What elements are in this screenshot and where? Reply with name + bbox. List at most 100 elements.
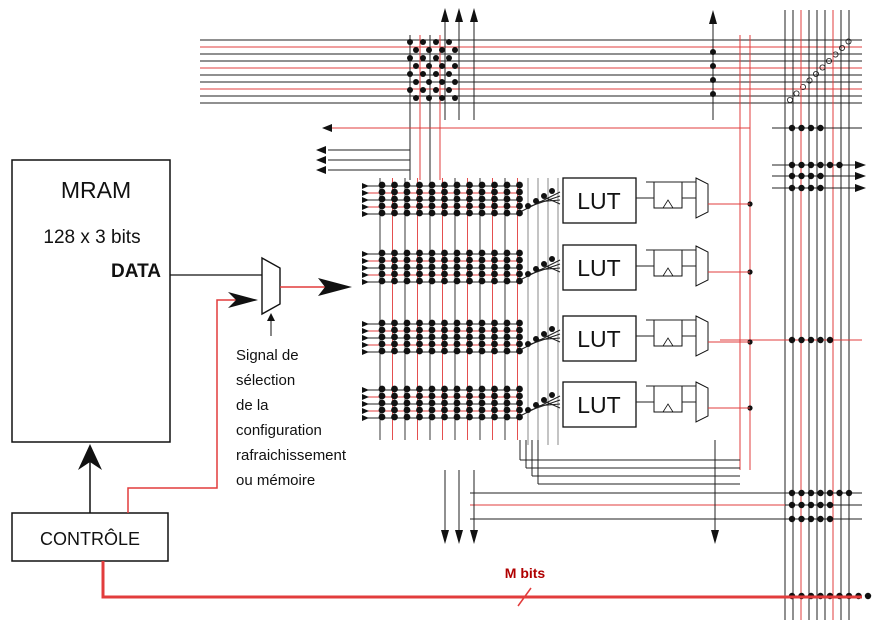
top-switch-dot: [452, 95, 458, 101]
crossbar-dot: [516, 256, 523, 264]
crossbar-dot: [466, 181, 473, 189]
crossbar-dot: [453, 277, 461, 285]
crossbar-dot: [503, 413, 511, 421]
top-switch-dot: [433, 87, 439, 93]
top-switch-dot: [420, 39, 426, 45]
row-arrow: [362, 211, 369, 217]
crossbar-dot: [478, 202, 486, 210]
crossbar-dot: [441, 347, 448, 355]
right-switch-dot: [817, 336, 824, 344]
crossbar-dot: [503, 188, 511, 196]
diag-switch: [826, 58, 833, 65]
up-arrow: [441, 8, 449, 22]
down-arrow: [711, 530, 719, 544]
crossbar-dot: [378, 326, 386, 334]
crossbar-dot: [391, 347, 398, 355]
lut-label-2: LUT: [577, 255, 620, 281]
crossbar-dot: [403, 181, 411, 189]
crossbar-dot: [453, 256, 461, 264]
crossbar-dot: [503, 195, 511, 203]
crossbar-dot: [378, 249, 386, 257]
crossbar-dot: [403, 399, 411, 407]
crossbar-dot: [503, 249, 511, 257]
crossbar-dot: [441, 406, 448, 414]
top-switch-dot: [446, 71, 452, 77]
crossbar-dot: [503, 202, 511, 210]
right-switch-dot: [807, 172, 815, 180]
top-switch-dot: [446, 55, 452, 61]
crossbar-dot: [453, 413, 461, 421]
crossbar-dot: [491, 406, 498, 414]
crossbar-dot: [428, 326, 436, 334]
crossbar-dot: [516, 319, 523, 327]
crossbar-dot: [391, 413, 398, 421]
down-arrow: [455, 530, 463, 544]
signal-caption: Signal de sélection de la configuration …: [236, 347, 347, 489]
row-arrow: [362, 349, 369, 355]
lut-connector-dot: [525, 341, 531, 347]
crossbar-dot: [491, 347, 498, 355]
lut-connector: [543, 400, 561, 409]
ctrl-to-mram-arrow: [78, 444, 102, 470]
crossbar-dot: [478, 195, 486, 203]
right-switch-dot: [788, 161, 796, 169]
crossbar-dot: [416, 326, 423, 334]
lut-label-4: LUT: [577, 392, 620, 418]
crossbar-dot: [378, 399, 386, 407]
crossbar-dot: [503, 209, 511, 217]
crossbar-dot: [453, 392, 461, 400]
output-mux: [695, 315, 709, 357]
crossbar-dot: [391, 181, 398, 189]
right-switch-dot: [817, 489, 824, 497]
crossbar-dot: [453, 333, 461, 341]
logic-block-4: LUT: [562, 381, 637, 428]
crossbar-dot: [378, 347, 386, 355]
crossbar-dot: [516, 188, 523, 196]
row-arrow: [362, 335, 369, 341]
crossbar-dot: [478, 340, 486, 348]
crossbar-dot: [428, 319, 436, 327]
crossbar-dot: [491, 333, 498, 341]
row-arrow: [362, 387, 369, 393]
mram-block: MRAM 128 x 3 bits DATA: [11, 159, 171, 443]
crossbar-dot: [403, 385, 411, 393]
crossbar-dot: [516, 333, 523, 341]
right-switch-dot: [788, 172, 796, 180]
crossbar-dot: [478, 277, 486, 285]
crossbar-dot: [503, 277, 511, 285]
crossbar-dot: [416, 385, 423, 393]
crossbar-dot: [378, 319, 386, 327]
top-switch-dot: [413, 63, 419, 69]
lut-connector-dot: [541, 331, 547, 337]
right-switch-dot: [826, 515, 834, 523]
crossbar-dot: [491, 277, 498, 285]
crossbar-dot: [466, 392, 473, 400]
crossbar-dot: [478, 249, 486, 257]
crossbar-dot: [516, 340, 523, 348]
right-switch-dot: [817, 515, 824, 523]
clock-mark: [662, 403, 674, 413]
down-arrow: [470, 530, 478, 544]
crossbar-dot: [391, 340, 398, 348]
lut-connector-dot: [541, 261, 547, 267]
crossbar-dot: [503, 319, 511, 327]
mux-output-arrow: [318, 278, 352, 296]
crossbar-dot: [391, 277, 398, 285]
top-switch-dot: [420, 71, 426, 77]
crossbar-dot: [503, 263, 511, 271]
crossbar-dot: [428, 406, 436, 414]
crossbar-dot: [403, 270, 411, 278]
top-switch-dot: [710, 77, 716, 83]
top-switch-dot: [426, 79, 432, 85]
crossbar-dot: [516, 326, 523, 334]
crossbar-dot: [453, 188, 461, 196]
crossbar-dot: [416, 209, 423, 217]
top-switch-dot: [452, 63, 458, 69]
row-arrow: [362, 342, 369, 348]
lut-connector-dot: [549, 256, 555, 262]
crossbar-dot: [378, 195, 386, 203]
crossbar-dot: [378, 209, 386, 217]
output-mux: [695, 381, 709, 423]
crossbar-dot: [503, 333, 511, 341]
crossbar-dot: [503, 270, 511, 278]
